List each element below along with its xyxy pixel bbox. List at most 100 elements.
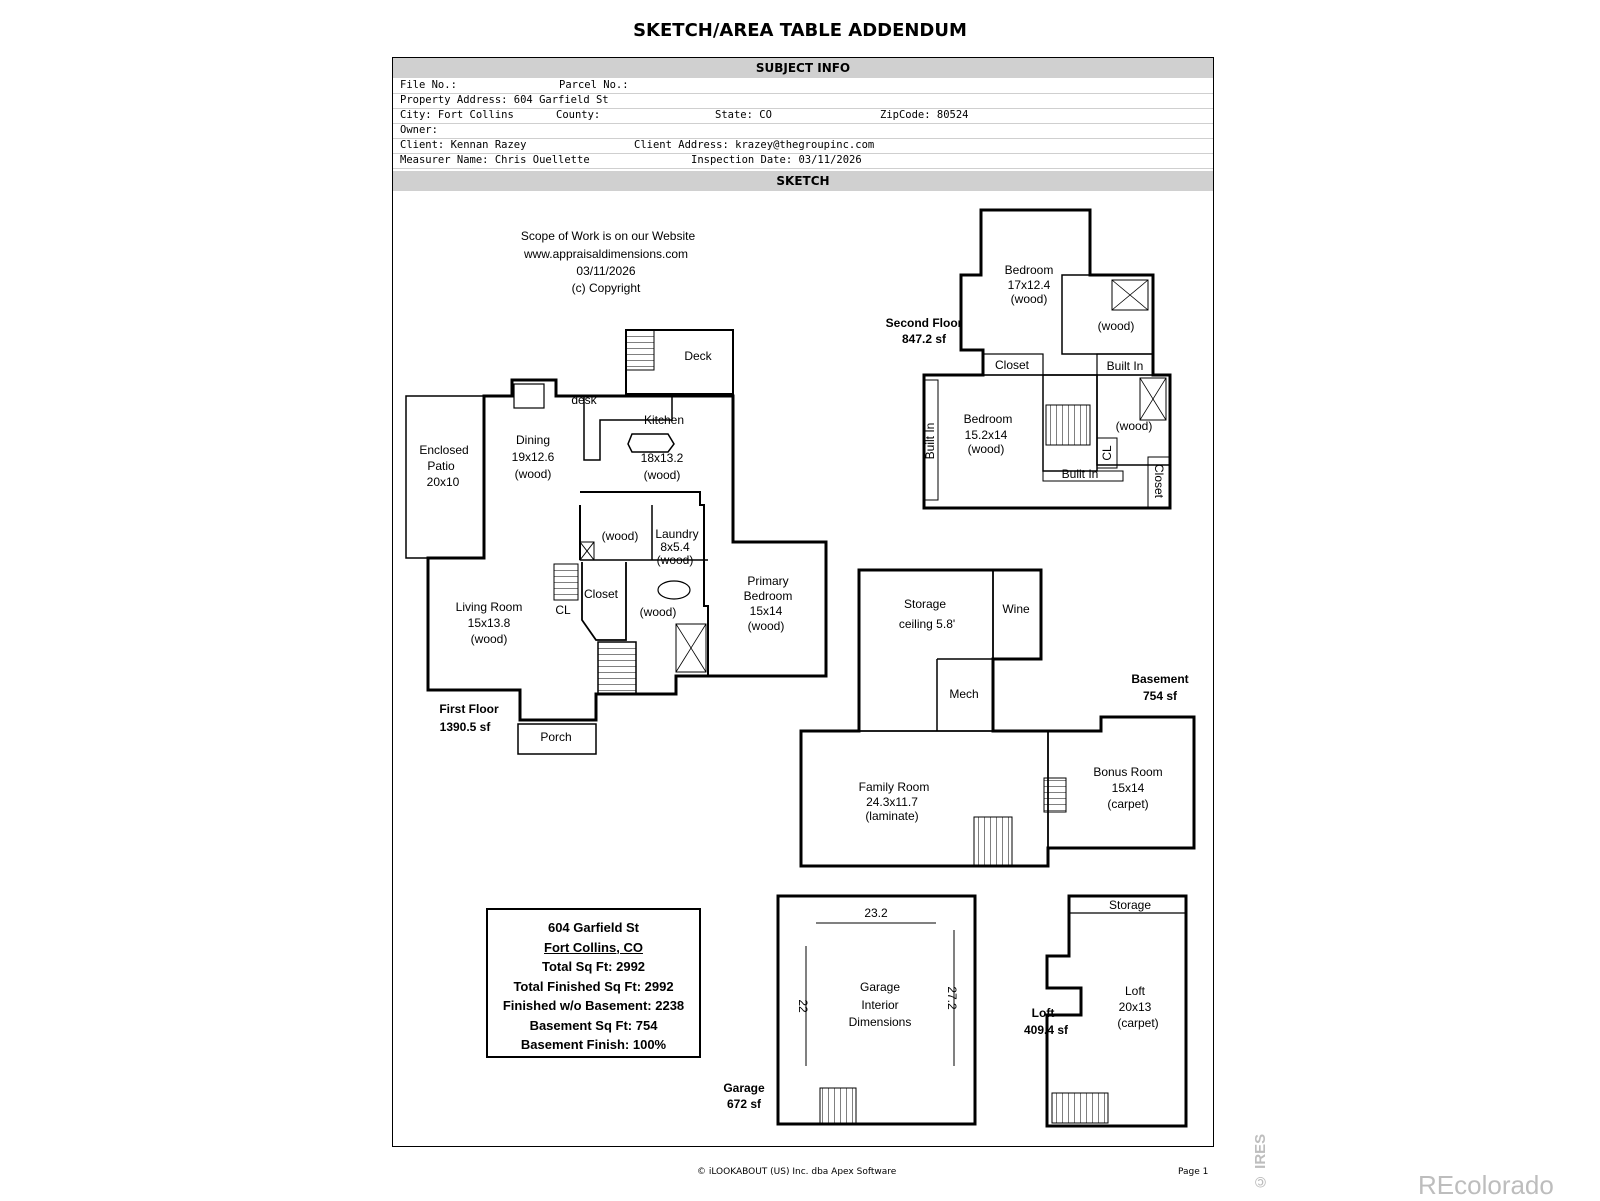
summary-city: Fort Collins, CO (544, 939, 643, 955)
label-second-closet-2: Closet (1152, 464, 1166, 499)
label-second-bath-1: (wood) (1098, 319, 1135, 333)
basement-area: 754 sf (1143, 689, 1178, 703)
label-family-floor: (laminate) (865, 809, 918, 823)
first-floor-area: 1390.5 sf (440, 720, 492, 734)
builtin-2 (1042, 470, 1124, 482)
garage-outline (776, 894, 977, 1126)
label-bed-1: Bedroom (1005, 263, 1054, 277)
label-wine: Wine (1002, 602, 1030, 616)
second-floor-labels: Bedroom 17x12.4 (wood) (wood) Closet Bui… (886, 263, 1166, 499)
label-bed-2-floor: (wood) (968, 442, 1005, 456)
label-garage: Garage (860, 980, 900, 994)
kitchen-island (627, 433, 675, 453)
second-bath-1 (1061, 274, 1154, 355)
summary-total: Total Sq Ft: 2992 (541, 959, 646, 974)
label-second-cl: CL (1100, 445, 1114, 461)
scope-line-2: www.appraisaldimensions.com (523, 247, 688, 261)
label-kitchen-dim: 18x13.2 (641, 451, 684, 465)
basement-stairs-1 (1043, 777, 1067, 813)
first-floor-outline (426, 378, 828, 722)
label-patio: Enclosed (419, 443, 468, 457)
bathtub (657, 580, 691, 600)
loft-plan (1045, 894, 1188, 1128)
fireplace (513, 383, 545, 409)
state: State: CO (715, 109, 772, 121)
label-loft-floor: (carpet) (1117, 1016, 1158, 1030)
label-living-dim: 15x13.8 (468, 616, 511, 630)
first-floor-plan (405, 329, 828, 755)
addendum-frame: SUBJECT INFO File No.: Parcel No.: Prope… (392, 57, 1214, 1147)
label-laundry-floor: (wood) (657, 553, 694, 567)
loft-outline (1045, 894, 1188, 1128)
label-second-closet-1: Closet (995, 358, 1030, 372)
label-living-floor: (wood) (471, 632, 508, 646)
parcel-no: Parcel No.: (559, 79, 629, 91)
label-primary-2: Bedroom (744, 589, 793, 603)
label-builtin-1: Built In (1107, 359, 1144, 373)
label-bed-1-floor: (wood) (1011, 292, 1048, 306)
label-garage-3: Dimensions (849, 1015, 912, 1029)
garage-labels: 23.2 22 27.2 Garage Interior Dimensions … (723, 906, 959, 1111)
basement-stairs-2 (973, 816, 1013, 866)
first-floor-stairs-up (553, 563, 579, 601)
info-row-client: Client: Kennan Razey Client Address: kra… (393, 138, 1213, 154)
garage-name: Garage (723, 1081, 765, 1095)
basement-name: Basement (1131, 672, 1188, 686)
summary-address: 604 Garfield St (547, 920, 640, 935)
basement-plan (799, 568, 1196, 868)
label-laundry-dim: 8x5.4 (660, 540, 690, 554)
measurer: Measurer Name: Chris Ouellette (400, 154, 590, 166)
subject-info-header: SUBJECT INFO (393, 58, 1213, 78)
label-patio-dim: 20x10 (427, 475, 460, 489)
info-row-address: Property Address: 604 Garfield St (393, 93, 1213, 109)
label-bonus-floor: (carpet) (1107, 797, 1148, 811)
label-primary-dim: 15x14 (750, 604, 783, 618)
basement-outline (799, 568, 1196, 868)
scope-line-3: 03/11/2026 (576, 264, 635, 278)
label-kitchen-floor: (wood) (644, 468, 681, 482)
property-address: Property Address: 604 Garfield St (400, 94, 609, 106)
page-title: SKETCH/AREA TABLE ADDENDUM (633, 20, 967, 41)
inspection-date: Inspection Date: 03/11/2026 (691, 154, 862, 166)
label-cl: CL (555, 603, 571, 617)
second-closet-1 (982, 353, 1044, 376)
loft-labels: Storage Loft 20x13 (carpet) Loft 409.4 s… (1024, 898, 1159, 1037)
label-mech: Mech (949, 687, 978, 701)
second-bath-2 (1096, 374, 1171, 466)
label-desk: desk (571, 393, 597, 407)
second-stairs (1045, 404, 1091, 446)
info-row-file: File No.: Parcel No.: (393, 78, 1213, 94)
label-closet: Closet (584, 587, 619, 601)
client: Client: Kennan Razey (400, 139, 527, 151)
label-bed-1-dim: 17x12.4 (1008, 278, 1051, 292)
garage-depth-right: 27.2 (945, 986, 959, 1010)
scope-of-work: Scope of Work is on our Website www.appr… (521, 229, 696, 295)
summary-box: 604 Garfield St Fort Collins, CO Total S… (486, 908, 701, 1058)
first-floor-name: First Floor (439, 702, 499, 716)
label-second-bath-2: (wood) (1116, 419, 1153, 433)
zip-code: ZipCode: 80524 (880, 109, 969, 121)
label-bath-2: (wood) (640, 605, 677, 619)
bath-laundry-walls (580, 491, 709, 676)
loft-name: Loft (1032, 1006, 1055, 1020)
garage-area: 672 sf (727, 1097, 762, 1111)
label-garage-2: Interior (861, 998, 898, 1012)
garage-width: 23.2 (864, 906, 888, 920)
county: County: (556, 109, 601, 121)
loft-area: 409.4 sf (1024, 1023, 1069, 1037)
city: City: Fort Collins (400, 109, 514, 121)
footer-page: Page 1 (1178, 1167, 1209, 1177)
garage-stairs (819, 1087, 857, 1125)
summary-basement-sqft: Basement Sq Ft: 754 (529, 1017, 658, 1033)
second-floor-area: 847.2 sf (902, 332, 947, 346)
label-primary-floor: (wood) (748, 619, 785, 633)
first-floor-labels: Deck desk Kitchen 18x13.2 (wood) Dining … (419, 349, 792, 744)
label-bonus-dim: 15x14 (1112, 781, 1145, 795)
sketch-header: SKETCH (393, 171, 1213, 191)
label-bonus: Bonus Room (1093, 765, 1162, 779)
label-bed-2-dim: 15.2x14 (965, 428, 1008, 442)
builtin-left (923, 379, 939, 501)
label-dining: Dining (516, 433, 550, 447)
label-primary: Primary (747, 574, 788, 588)
